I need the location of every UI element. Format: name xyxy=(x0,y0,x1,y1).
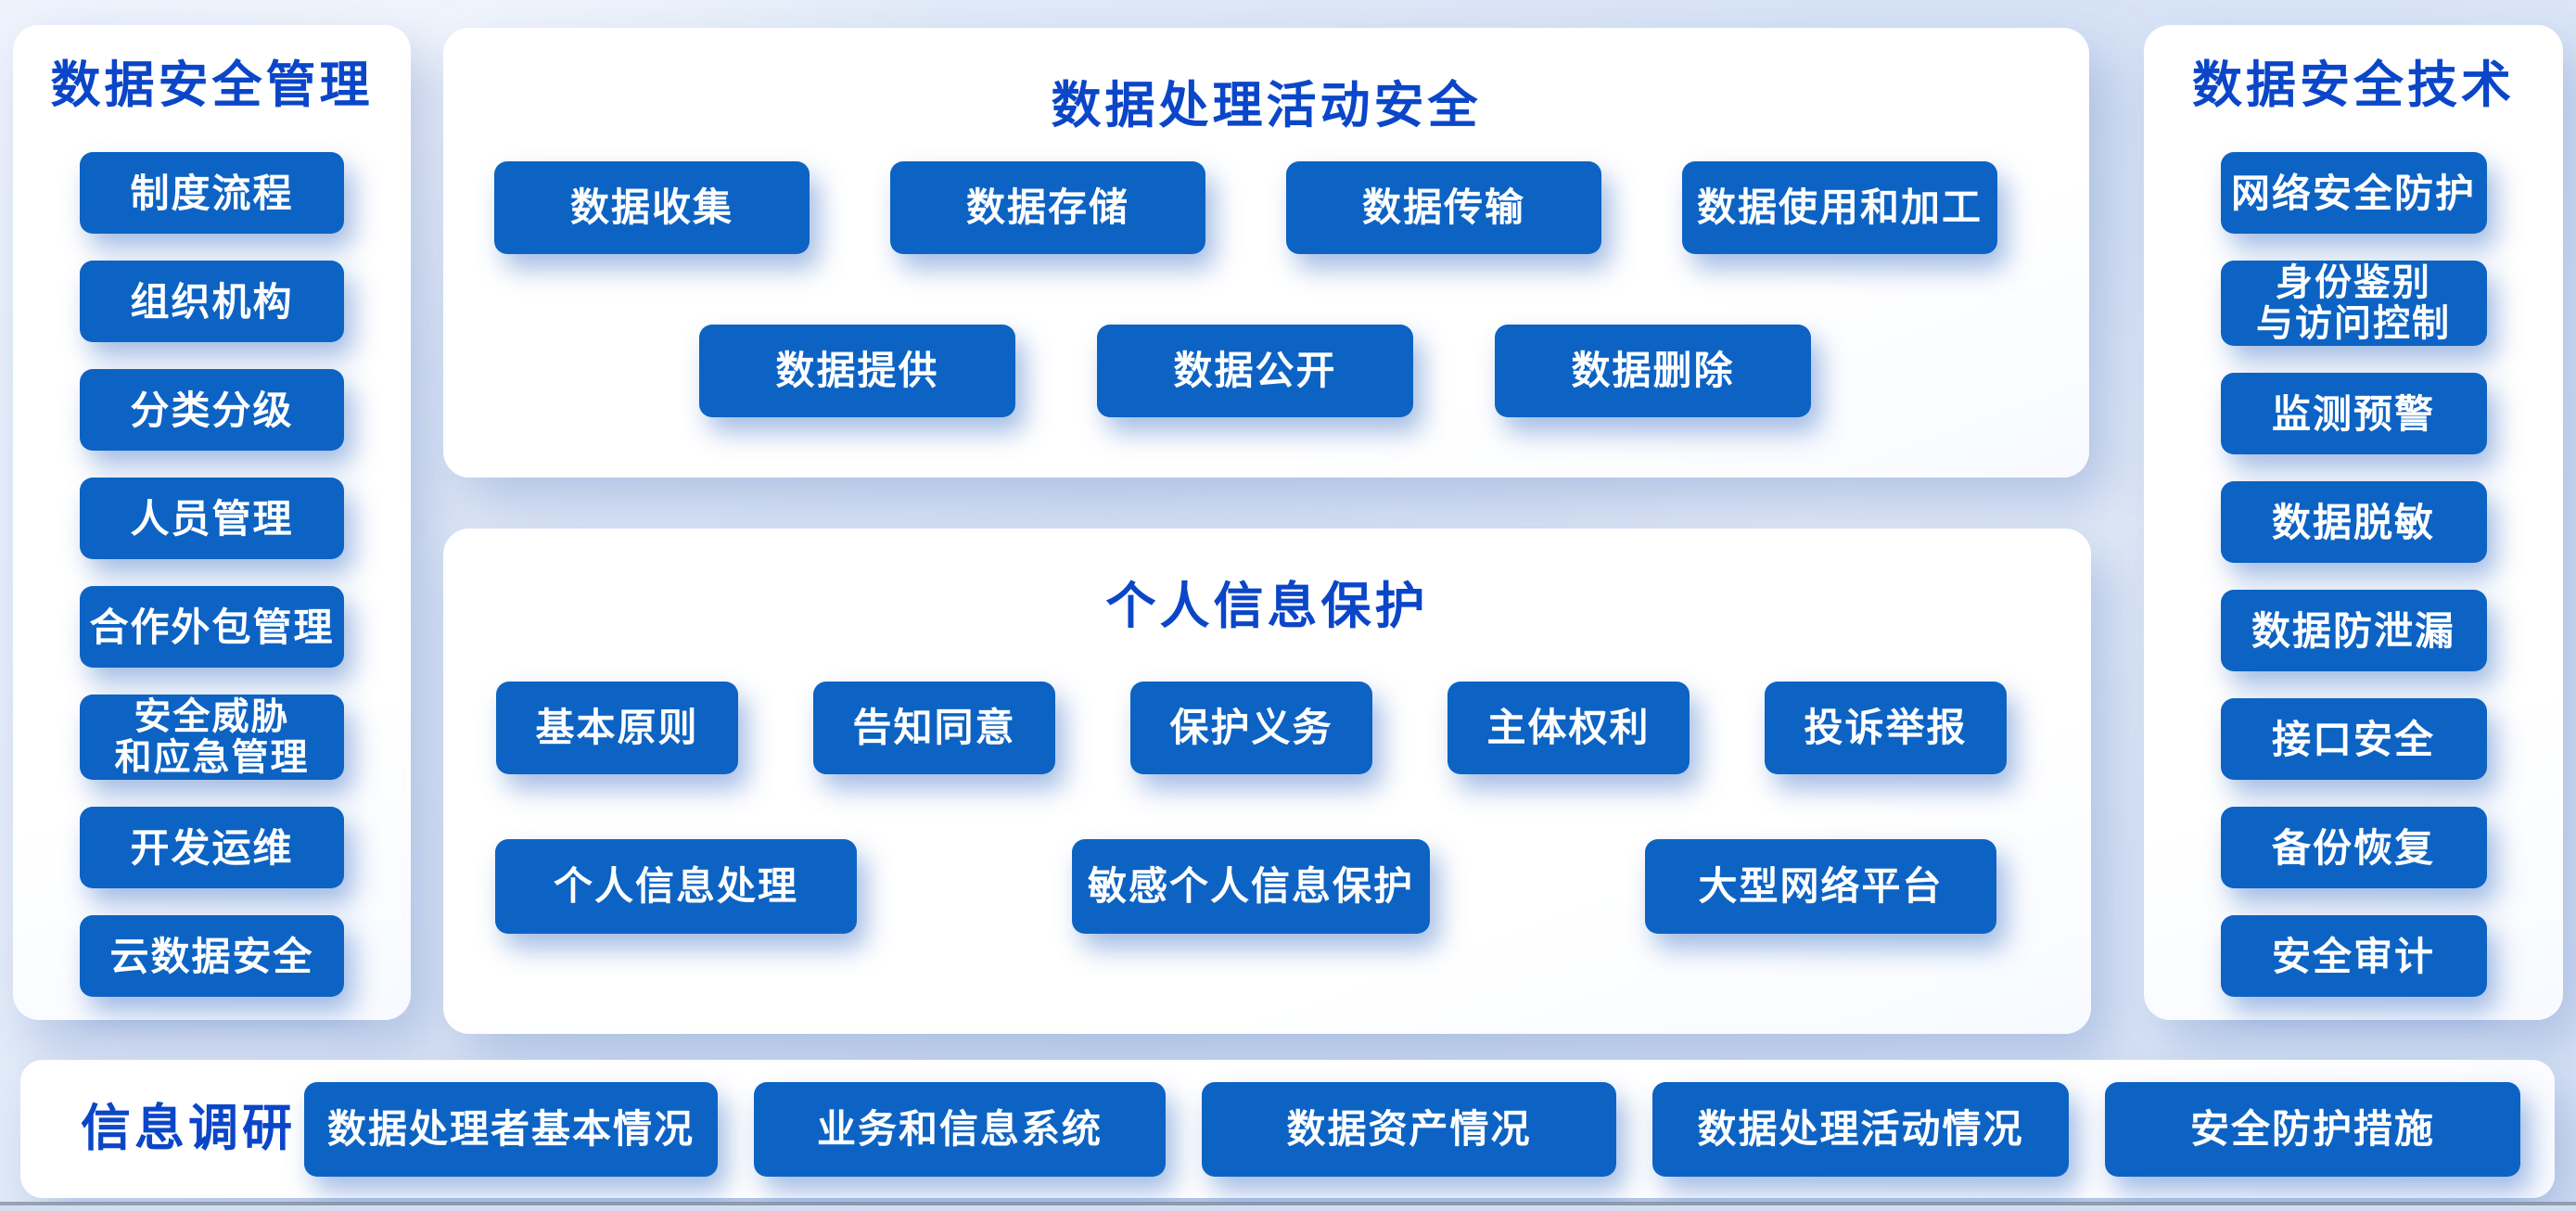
box-large-network-platform: 大型网络平台 xyxy=(1645,839,1996,934)
panel-data-security-technology: 数据安全技术 网络安全防护 身份鉴别 与访问控制 监测预警 数据脱敏 数据防泄漏… xyxy=(2144,25,2563,1020)
box-data-provision: 数据提供 xyxy=(699,325,1015,417)
box-identity-authentication-access-control: 身份鉴别 与访问控制 xyxy=(2220,261,2487,347)
personal-info-row-1: 基本原则 告知同意 保护义务 主体权利 投诉举报 xyxy=(443,682,2091,774)
window-bottom-edge-strip xyxy=(0,1205,2576,1211)
box-classification-grading: 分类分级 xyxy=(80,369,344,452)
box-development-operations: 开发运维 xyxy=(80,807,344,889)
panel-information-research: 信息调研 数据处理者基本情况 业务和信息系统 数据资产情况 数据处理活动情况 安… xyxy=(20,1060,2555,1198)
box-interface-security: 接口安全 xyxy=(2220,698,2487,781)
box-security-protection-measures: 安全防护措施 xyxy=(2105,1081,2520,1177)
box-cloud-data-security: 云数据安全 xyxy=(80,915,344,998)
data-processing-row-1: 数据收集 数据存储 数据传输 数据使用和加工 xyxy=(443,161,2089,254)
box-data-collection: 数据收集 xyxy=(494,161,810,254)
box-personal-information-processing: 个人信息处理 xyxy=(495,839,857,934)
box-backup-recovery: 备份恢复 xyxy=(2220,807,2487,889)
window-bottom-edge-line xyxy=(0,1202,2576,1205)
box-sensitive-personal-information-protection: 敏感个人信息保护 xyxy=(1072,839,1430,934)
box-monitoring-early-warning: 监测预警 xyxy=(2220,373,2487,455)
box-institution-process: 制度流程 xyxy=(80,152,344,235)
box-data-leak-prevention: 数据防泄漏 xyxy=(2220,590,2487,672)
box-organization-structure: 组织机构 xyxy=(80,261,344,343)
information-research-title: 信息调研 xyxy=(81,1100,296,1156)
box-data-processor-basic-info: 数据处理者基本情况 xyxy=(304,1081,718,1177)
box-data-storage: 数据存储 xyxy=(890,161,1205,254)
box-data-masking: 数据脱敏 xyxy=(2220,481,2487,564)
box-data-use-and-processing: 数据使用和加工 xyxy=(1682,161,1997,254)
panel-personal-information-protection: 个人信息保护 基本原则 告知同意 保护义务 主体权利 投诉举报 个人信息处理 敏… xyxy=(443,529,2091,1034)
box-data-deletion: 数据删除 xyxy=(1495,325,1811,417)
personal-info-row-2: 个人信息处理 敏感个人信息保护 大型网络平台 xyxy=(443,839,2091,934)
data-security-management-title: 数据安全管理 xyxy=(50,57,374,113)
data-processing-activity-security-title: 数据处理活动安全 xyxy=(1051,78,1482,134)
box-protection-obligations: 保护义务 xyxy=(1130,682,1372,774)
box-subject-rights: 主体权利 xyxy=(1447,682,1690,774)
box-data-processing-activity-status: 数据处理活动情况 xyxy=(1652,1081,2069,1177)
box-data-asset-status: 数据资产情况 xyxy=(1202,1081,1616,1177)
box-network-security-protection: 网络安全防护 xyxy=(2220,152,2487,235)
box-informed-consent: 告知同意 xyxy=(813,682,1055,774)
panel-data-security-management: 数据安全管理 制度流程 组织机构 分类分级 人员管理 合作外包管理 安全威胁 和… xyxy=(13,25,411,1020)
box-data-transmission: 数据传输 xyxy=(1286,161,1601,254)
box-security-threat-emergency-management: 安全威胁 和应急管理 xyxy=(80,695,344,781)
data-security-technology-button-column: 网络安全防护 身份鉴别 与访问控制 监测预警 数据脱敏 数据防泄漏 接口安全 备… xyxy=(2144,152,2563,998)
box-complaint-reporting: 投诉举报 xyxy=(1765,682,2007,774)
box-business-and-information-systems: 业务和信息系统 xyxy=(754,1081,1166,1177)
data-processing-row-2: 数据提供 数据公开 数据删除 xyxy=(443,325,2089,417)
personal-information-protection-title: 个人信息保护 xyxy=(1105,579,1429,634)
box-personnel-management: 人员管理 xyxy=(80,478,344,560)
box-basic-principles: 基本原则 xyxy=(496,682,738,774)
data-security-technology-title: 数据安全技术 xyxy=(2192,57,2515,113)
box-outsourcing-cooperation-management: 合作外包管理 xyxy=(80,586,344,669)
box-security-audit: 安全审计 xyxy=(2220,915,2487,998)
box-data-disclosure: 数据公开 xyxy=(1097,325,1413,417)
information-research-row: 数据处理者基本情况 业务和信息系统 数据资产情况 数据处理活动情况 安全防护措施 xyxy=(304,1081,2520,1177)
data-security-management-button-column: 制度流程 组织机构 分类分级 人员管理 合作外包管理 安全威胁 和应急管理 开发… xyxy=(13,152,411,998)
panel-data-processing-activity-security: 数据处理活动安全 数据收集 数据存储 数据传输 数据使用和加工 数据提供 数据公… xyxy=(443,28,2089,478)
